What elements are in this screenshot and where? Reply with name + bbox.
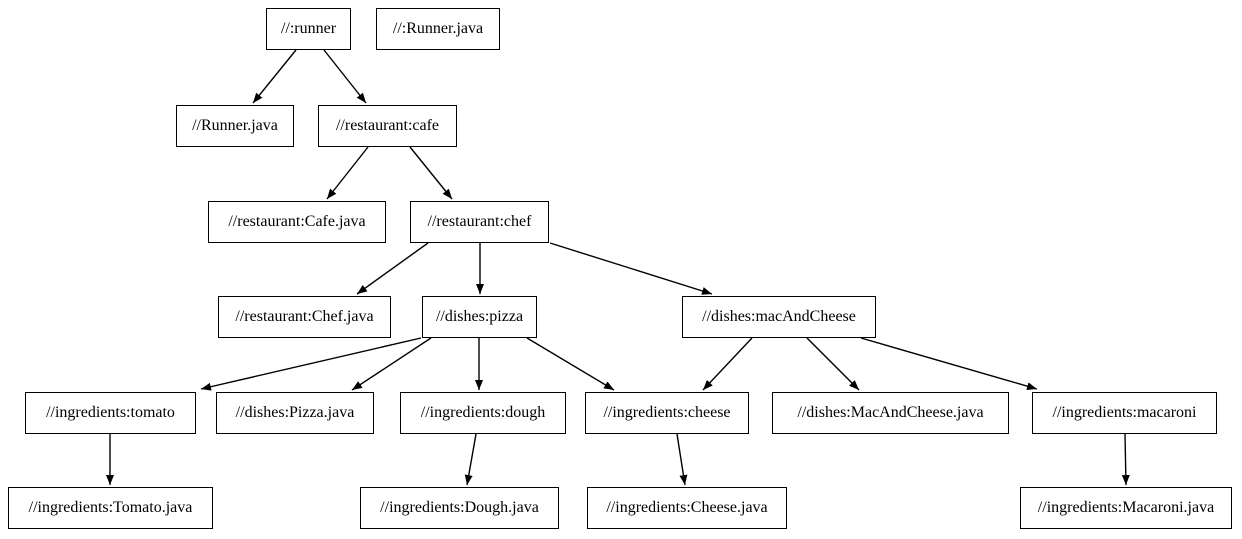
- graph-node-label: //ingredients:Macaroni.java: [1037, 499, 1215, 516]
- edge-macaroni-to-macaroni-java: [1121, 433, 1130, 486]
- edge-runner-to-runner-java: [252, 49, 297, 104]
- edge-pizza-to-cheese: [526, 337, 615, 391]
- graph-node-label: //:runner: [280, 20, 337, 37]
- graph-node-runner: //:runner: [266, 8, 351, 50]
- edge-dough-to-dough-java: [464, 433, 477, 486]
- graph-node-chef: //restaurant:chef: [410, 201, 549, 243]
- graph-node-cafe: //restaurant:cafe: [318, 105, 457, 147]
- graph-node-label: //dishes:pizza: [435, 308, 524, 325]
- graph-node-pizza: //dishes:pizza: [422, 296, 537, 338]
- graph-node-label: //restaurant:cafe: [335, 117, 440, 134]
- graph-node-label: //Runner.java: [192, 117, 278, 134]
- graph-node-macaroni-java: //ingredients:Macaroni.java: [1020, 487, 1232, 529]
- edge-cafe-to-chef: [409, 146, 453, 200]
- graph-node-label: //ingredients:Cheese.java: [606, 499, 768, 516]
- graph-node-label: //dishes:macAndCheese: [702, 308, 856, 325]
- graph-node-label: //:Runner.java: [392, 20, 484, 37]
- edge-cafe-to-cafe-java: [326, 146, 369, 200]
- graph-node-label: //ingredients:macaroni: [1052, 404, 1197, 421]
- graph-node-label: //ingredients:cheese: [603, 404, 731, 421]
- edge-pizza-to-tomato: [200, 337, 422, 391]
- graph-node-tomato-java: //ingredients:Tomato.java: [8, 487, 213, 529]
- graph-node-mac-and-cheese: //dishes:macAndCheese: [682, 296, 876, 338]
- graph-node-dough: //ingredients:dough: [400, 392, 566, 434]
- graph-node-label: //ingredients:dough: [420, 404, 546, 421]
- graph-node-mac-and-cheese-java: //dishes:MacAndCheese.java: [772, 392, 1009, 434]
- edge-runner-to-cafe: [323, 49, 367, 104]
- graph-node-tomato: //ingredients:tomato: [25, 392, 196, 434]
- graph-node-runner-java: //Runner.java: [176, 105, 294, 147]
- edge-mac-and-cheese-to-cheese: [702, 337, 753, 391]
- graph-node-label: //ingredients:tomato: [46, 404, 175, 421]
- graph-node-runner-java-source: //:Runner.java: [376, 8, 500, 50]
- edge-pizza-to-pizza-java: [351, 337, 432, 391]
- graph-node-macaroni: //ingredients:macaroni: [1032, 392, 1217, 434]
- graph-node-label: //dishes:MacAndCheese.java: [797, 404, 984, 421]
- graph-node-label: //ingredients:Dough.java: [380, 499, 539, 516]
- graph-node-label: //restaurant:Chef.java: [235, 308, 374, 325]
- edge-mac-and-cheese-to-macaroni: [860, 337, 1038, 391]
- edge-chef-to-mac-and-cheese: [549, 242, 713, 295]
- graph-node-label: //restaurant:chef: [427, 213, 532, 230]
- graph-node-cheese-java: //ingredients:Cheese.java: [587, 487, 787, 529]
- graph-node-chef-java: //restaurant:Chef.java: [218, 296, 391, 338]
- graph-node-label: //ingredients:Tomato.java: [28, 499, 193, 516]
- graph-node-label: //dishes:Pizza.java: [235, 404, 355, 421]
- graph-node-cheese: //ingredients:cheese: [585, 392, 749, 434]
- edge-cheese-to-cheese-java: [676, 433, 688, 486]
- graph-node-label: //restaurant:Cafe.java: [228, 213, 366, 230]
- graph-node-dough-java: //ingredients:Dough.java: [360, 487, 559, 529]
- edge-chef-to-chef-java: [356, 242, 429, 295]
- graph-node-pizza-java: //dishes:Pizza.java: [216, 392, 374, 434]
- graph-node-cafe-java: //restaurant:Cafe.java: [208, 201, 386, 243]
- edge-mac-and-cheese-to-mac-and-cheese-java: [806, 337, 860, 391]
